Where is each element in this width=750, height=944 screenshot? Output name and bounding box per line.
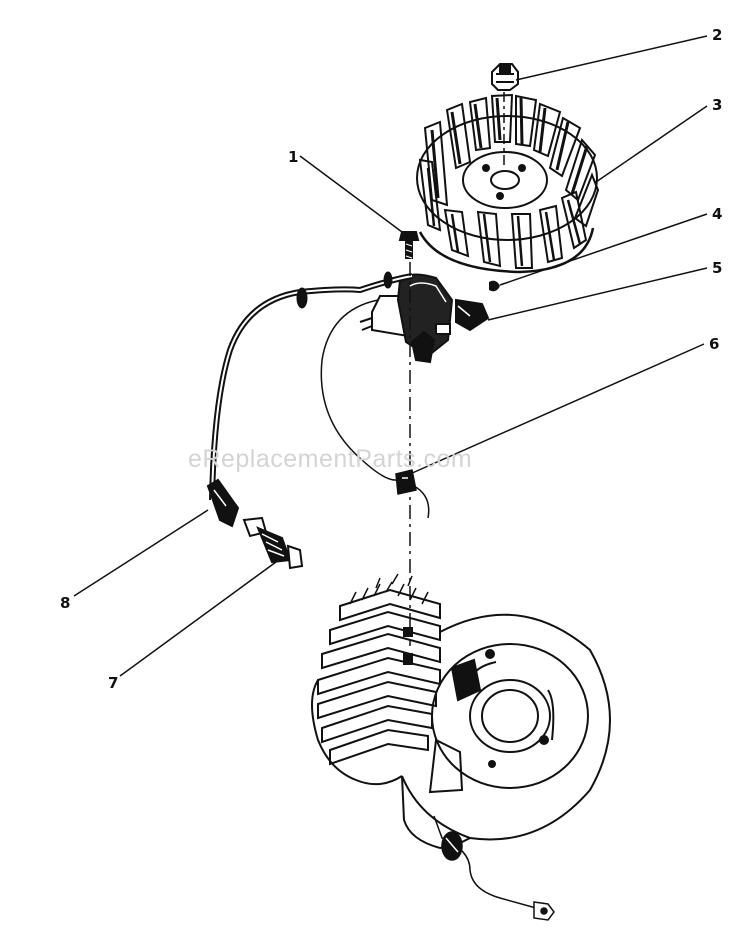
svg-text:5: 5 xyxy=(712,259,722,277)
kill-switch-wire xyxy=(433,815,555,921)
callout-3: 3 xyxy=(712,96,722,114)
spark-plug[interactable] xyxy=(242,516,304,570)
callout-7: 7 xyxy=(108,674,118,692)
screw[interactable] xyxy=(398,231,420,259)
engine-block xyxy=(311,573,611,849)
callout-6: 6 xyxy=(709,335,719,353)
svg-text:8: 8 xyxy=(60,594,70,612)
svg-text:2: 2 xyxy=(712,26,722,44)
flywheel[interactable] xyxy=(416,93,600,274)
assembly-centerline xyxy=(409,92,505,646)
svg-text:3: 3 xyxy=(712,96,722,114)
leader-lines xyxy=(73,35,708,677)
ignition-module[interactable] xyxy=(359,273,490,364)
callout-8: 8 xyxy=(60,594,70,612)
svg-text:1: 1 xyxy=(288,148,298,166)
callout-2: 2 xyxy=(712,26,722,44)
callout-5: 5 xyxy=(712,259,722,277)
svg-text:4: 4 xyxy=(712,205,722,223)
svg-text:7: 7 xyxy=(108,674,118,692)
callout-1: 1 xyxy=(288,148,298,166)
flywheel-key[interactable] xyxy=(489,280,500,292)
ground-wire[interactable] xyxy=(320,299,430,519)
svg-text:6: 6 xyxy=(709,335,719,353)
watermark: eReplacementParts.com xyxy=(188,445,472,473)
spark-plug-lead[interactable] xyxy=(206,271,413,528)
callout-4: 4 xyxy=(712,205,722,223)
flywheel-nut[interactable] xyxy=(491,63,519,91)
